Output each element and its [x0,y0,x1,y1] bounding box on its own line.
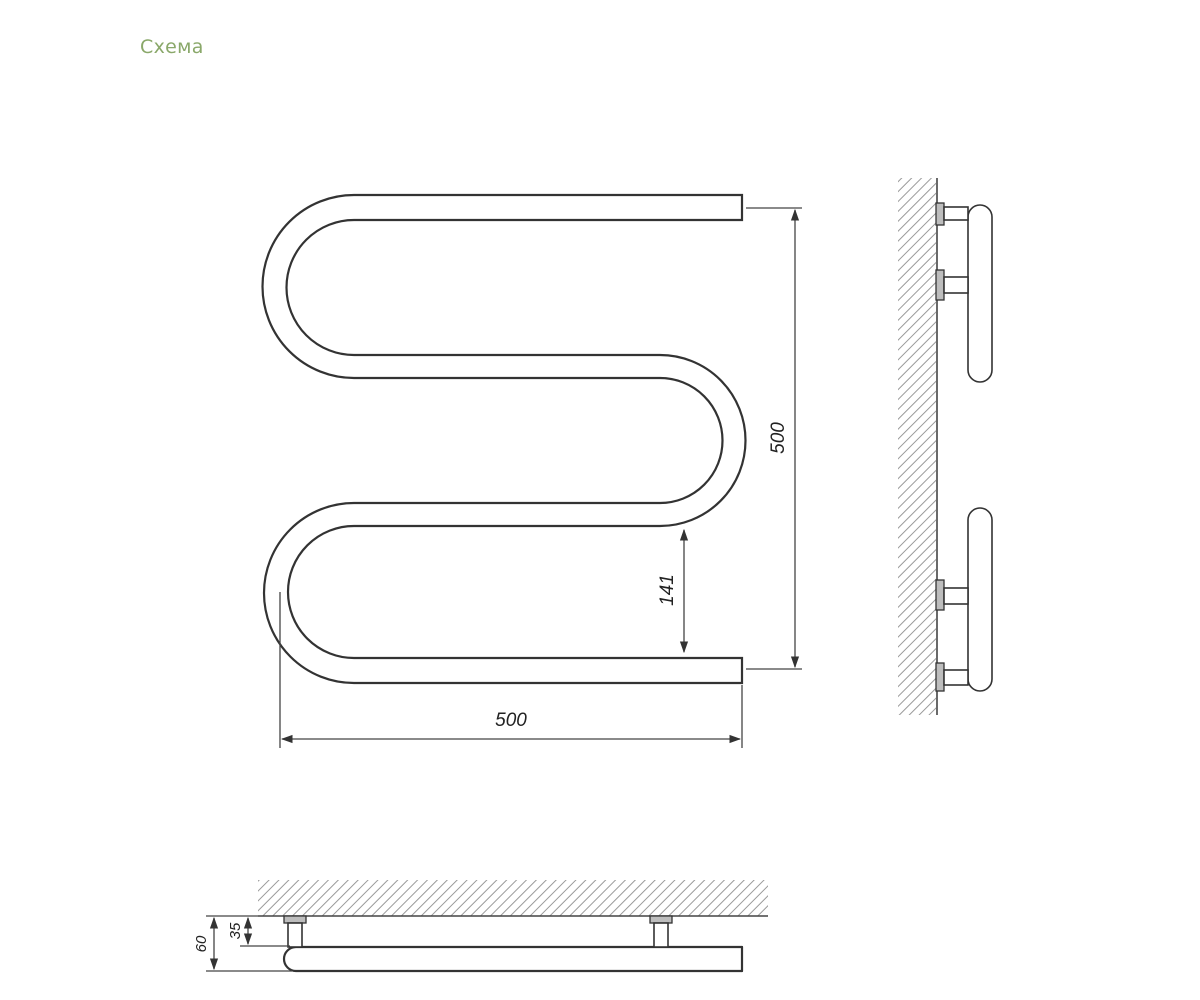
side-bracket [943,669,969,686]
bottom-flange [283,915,307,924]
depth-label: 60 [193,935,210,952]
bottom-tube [282,945,744,973]
bottom-view: 60 35 [193,880,768,973]
spacing-dimension: 141 [657,528,689,654]
bottom-wall [258,880,768,916]
bracket-dimension: 35 [227,916,290,947]
side-tube-lower [967,507,993,692]
side-flange [935,662,945,692]
side-wall [898,178,936,715]
bracket-label: 35 [227,922,244,939]
side-flange [935,579,945,611]
height-dimension: 500 [746,207,802,670]
side-bracket [943,206,969,221]
side-flange [935,269,945,301]
tube-outline [261,193,747,685]
bottom-flange [649,915,673,924]
bottom-bracket [287,922,303,948]
side-bracket [943,587,969,605]
side-bracket [943,276,969,294]
height-label: 500 [768,422,789,454]
side-flange [935,202,945,226]
page-title: Схема [140,36,204,58]
width-dimension: 500 [279,592,743,748]
spacing-label: 141 [657,574,678,606]
front-view: 500 500 141 [261,193,802,748]
side-view [898,178,993,715]
depth-dimension: 60 [193,915,292,972]
bottom-bracket [653,922,669,948]
side-tube-upper [967,204,993,383]
width-label: 500 [495,710,527,731]
